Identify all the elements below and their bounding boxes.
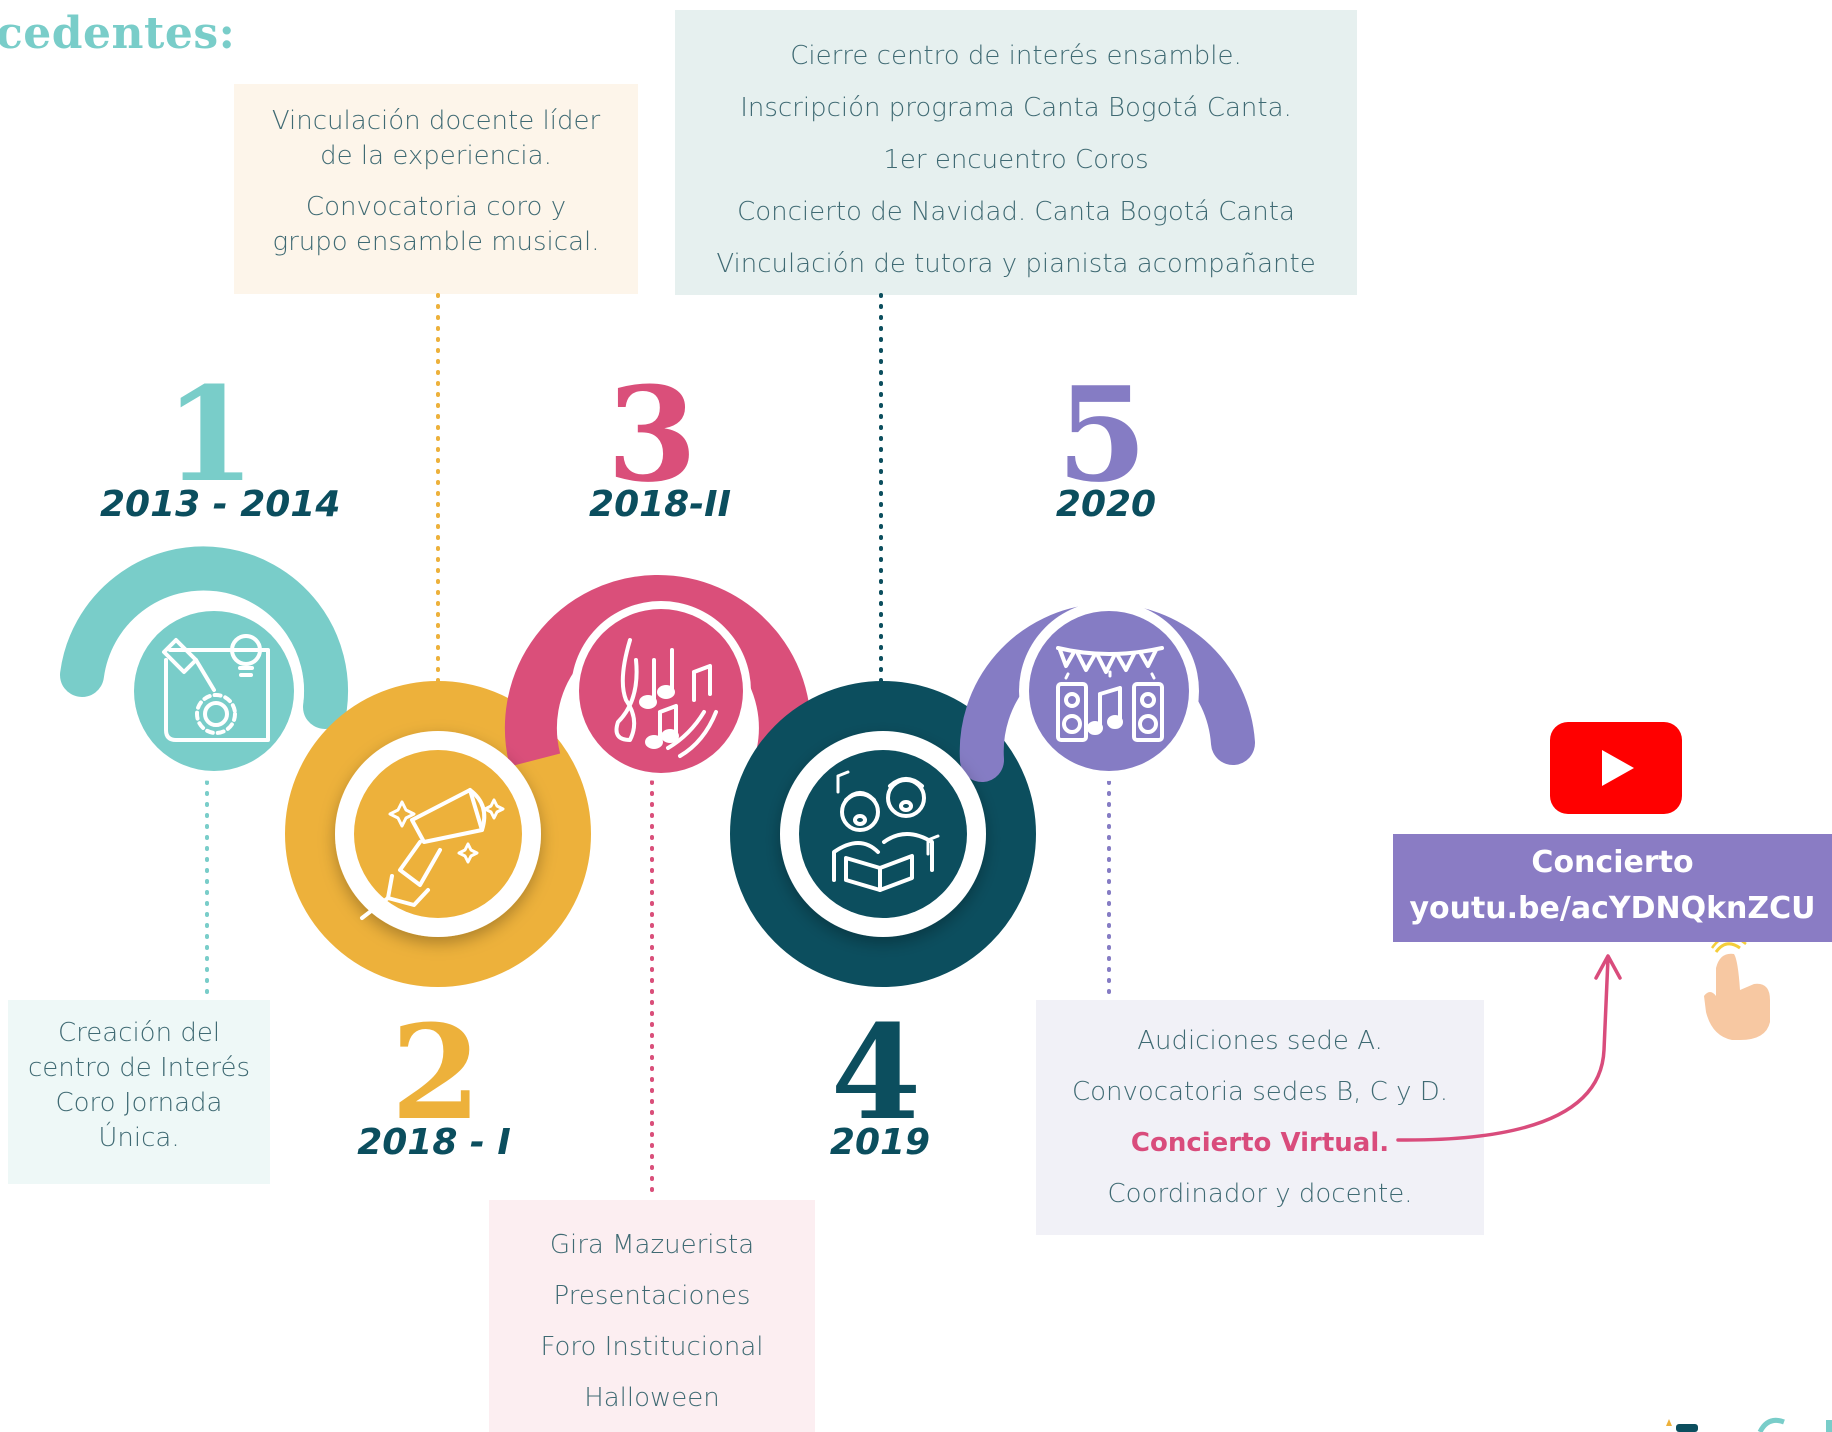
step-1-year: 2013 - 2014 <box>100 484 341 525</box>
arc-2 <box>285 681 591 987</box>
step-2-number: 2 <box>390 996 482 1149</box>
concierto-virtual-highlight: Concierto Virtual. <box>1130 1128 1390 1158</box>
arrow-head <box>1594 954 1622 980</box>
note: grupo ensamble musical. <box>272 227 600 257</box>
step-1-notes: Creación del centro de Interés Coro Jorn… <box>8 1000 270 1184</box>
disc-4 <box>799 750 967 918</box>
megaphone-hand-icon <box>360 788 505 920</box>
step-3-number: 3 <box>606 358 698 511</box>
choir-singers-icon <box>832 770 940 892</box>
note: Vinculación docente líder <box>271 106 601 136</box>
note: de la experiencia. <box>320 141 552 171</box>
play-icon <box>1602 750 1634 786</box>
video-link-card[interactable]: Concierto youtu.be/acYDNQknZCU <box>1393 834 1832 942</box>
note: Creación del <box>57 1018 221 1048</box>
note: Convocatoria coro y <box>305 192 567 222</box>
step-4-notes: Cierre centro de interés ensamble. Inscr… <box>675 10 1357 295</box>
note: Coro Jornada <box>55 1088 223 1118</box>
step-2-notes: Vinculación docente líder de la experien… <box>234 84 638 294</box>
step-1-number: 1 <box>164 358 256 511</box>
corner-decoration <box>1666 1417 1832 1432</box>
note: Coordinador y docente. <box>1107 1179 1413 1209</box>
note: centro de Interés <box>27 1053 250 1083</box>
youtube-icon[interactable] <box>1550 722 1682 814</box>
video-link[interactable]: youtu.be/acYDNQknZCU <box>1409 891 1816 926</box>
disc-2 <box>354 750 522 918</box>
blueprint-idea-icon <box>162 634 270 742</box>
step-2-year: 2018 - I <box>357 1122 511 1163</box>
arc-1 <box>60 546 349 729</box>
step-4-number: 4 <box>830 996 922 1149</box>
arc-4 <box>730 681 1036 987</box>
music-notes-icon <box>614 638 718 758</box>
note: Única. <box>98 1123 180 1153</box>
pointing-hand-icon <box>1704 935 1770 1040</box>
note: Inscripción programa Canta Bogotá Canta. <box>740 93 1292 123</box>
note: Vinculación de tutora y pianista acompañ… <box>716 249 1316 279</box>
note: Concierto de Navidad. Canta Bogotá Canta <box>737 197 1295 227</box>
note: Audiciones sede A. <box>1137 1026 1383 1056</box>
step-5-year: 2020 <box>1055 484 1157 525</box>
note: 1er encuentro Coros <box>883 145 1149 175</box>
step-3-notes: Gira Mazuerista Presentaciones Foro Inst… <box>489 1200 815 1432</box>
step-5-notes: Audiciones sede A. Convocatoria sedes B,… <box>1036 1000 1484 1235</box>
arc-3 <box>504 575 811 767</box>
note: Gira Mazuerista <box>549 1230 755 1260</box>
video-title: Concierto <box>1531 845 1694 880</box>
step-3-year: 2018-II <box>589 484 731 525</box>
party-speakers-icon <box>1056 646 1164 742</box>
page-title: cedentes: <box>0 8 236 59</box>
note: Cierre centro de interés ensamble. <box>790 41 1242 71</box>
link-arrow <box>1396 956 1610 1142</box>
note: Halloween <box>584 1383 720 1413</box>
note: Foro Institucional <box>540 1332 764 1362</box>
step-5-number: 5 <box>1056 358 1148 511</box>
note: Convocatoria sedes B, C y D. <box>1071 1077 1449 1107</box>
step-4-year: 2019 <box>829 1122 931 1163</box>
note: Presentaciones <box>553 1281 751 1311</box>
